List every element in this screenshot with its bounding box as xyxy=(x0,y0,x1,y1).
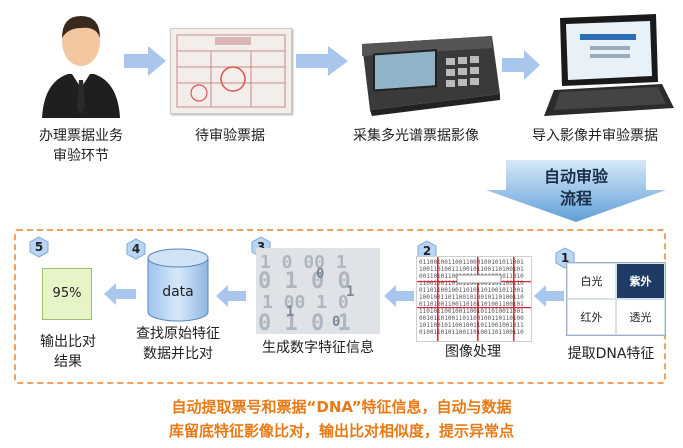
svg-text:01101100100110101101001011001: 01101100100110101101001011001 xyxy=(419,287,524,294)
step-output-label: 输出比对 结果 xyxy=(40,334,96,370)
svg-text:10110010110010011011001001011: 10110010110010011011001001011 xyxy=(419,322,524,329)
summary-note-line1: 自动提取票号和票据“DNA”特征信息，自动与数据 xyxy=(171,398,512,416)
binary-image-panel: 01100100110011000100101011001 1001101001… xyxy=(416,256,532,342)
spectral-grid: 白光 紫外 红外 透光 xyxy=(566,262,666,336)
multispectral-scanner-image xyxy=(352,14,502,118)
step-collect-label: 采集多光谱票据影像 xyxy=(353,128,479,144)
flow-arrow-right xyxy=(124,46,166,80)
svg-text:01100100110011000100101011001: 01100100110011000100101011001 xyxy=(419,259,524,266)
step-dna-label: 提取DNA特征 xyxy=(567,346,655,362)
flow-arrow-right xyxy=(296,46,348,80)
similarity-result: 95% xyxy=(42,268,92,320)
uv-cell: 紫外 xyxy=(616,263,665,299)
step-badge-5: 5 xyxy=(28,236,50,258)
flow-arrow-left xyxy=(534,285,564,311)
bill-document-image xyxy=(170,28,292,114)
flow-arrow-left xyxy=(216,285,246,311)
step-image-processing-label: 图像处理 xyxy=(445,344,501,360)
database-icon xyxy=(146,248,210,322)
flow-arrow-right xyxy=(502,50,540,84)
white-light-cell: 白光 xyxy=(567,263,616,299)
svg-text:1: 1 xyxy=(346,284,354,300)
svg-text:1: 1 xyxy=(286,304,294,320)
svg-text:0: 0 xyxy=(316,266,324,282)
step-compare-label: 查找原始特征 数据并比对 xyxy=(136,326,220,362)
infrared-cell: 红外 xyxy=(567,299,616,335)
svg-text:1 00 1 0: 1 00 1 0 xyxy=(262,292,349,313)
flow-arrow-left xyxy=(384,285,414,311)
database-label: data xyxy=(162,284,194,300)
summary-note-line2: 库留底特征影像比对，输出比对相似度，提示异常点 xyxy=(168,422,514,440)
svg-text:11001001101011001001101100110: 11001001101011001001101100110 xyxy=(419,280,524,287)
laptop-image xyxy=(540,12,676,120)
process-banner-arrow xyxy=(486,160,666,222)
transmitted-light-cell: 透光 xyxy=(616,299,665,335)
svg-text:0 1 0 0: 0 1 0 0 xyxy=(258,269,351,294)
svg-text:00101101001101100100110110100: 00101101001101100100110110100 xyxy=(419,315,524,322)
businessman-icon xyxy=(38,8,124,118)
flow-arrow-left xyxy=(104,283,136,309)
step-digital-feature-label: 生成数字特征信息 xyxy=(262,340,374,356)
svg-text:0: 0 xyxy=(332,314,340,330)
step-pending-label: 待审验票据 xyxy=(195,128,265,144)
svg-text:01101001100110101101001100101: 01101001100110101101001100101 xyxy=(419,301,524,308)
step-business-label: 办理票据业务 审验环节 xyxy=(39,128,123,164)
svg-text:10010011011001010010110100110: 10010011011001010010110100110 xyxy=(419,294,524,301)
step-import-label: 导入影像并审验票据 xyxy=(532,128,658,144)
svg-text:0 1 0 1: 0 1 0 1 xyxy=(258,311,351,334)
step-badge-4: 4 xyxy=(125,238,147,260)
svg-text:11010110010011001011010011001: 11010110010011001011010011001 xyxy=(419,308,524,315)
process-banner-text: 自动审验 流程 xyxy=(543,167,608,208)
svg-text:01001101011001101001101100110: 01001101011001101001101100110 xyxy=(419,329,524,336)
svg-text:1 0 00 1: 1 0 00 1 xyxy=(260,252,347,273)
svg-text:10011010011100101100110100101: 10011010011100101100110100101 xyxy=(419,266,524,273)
